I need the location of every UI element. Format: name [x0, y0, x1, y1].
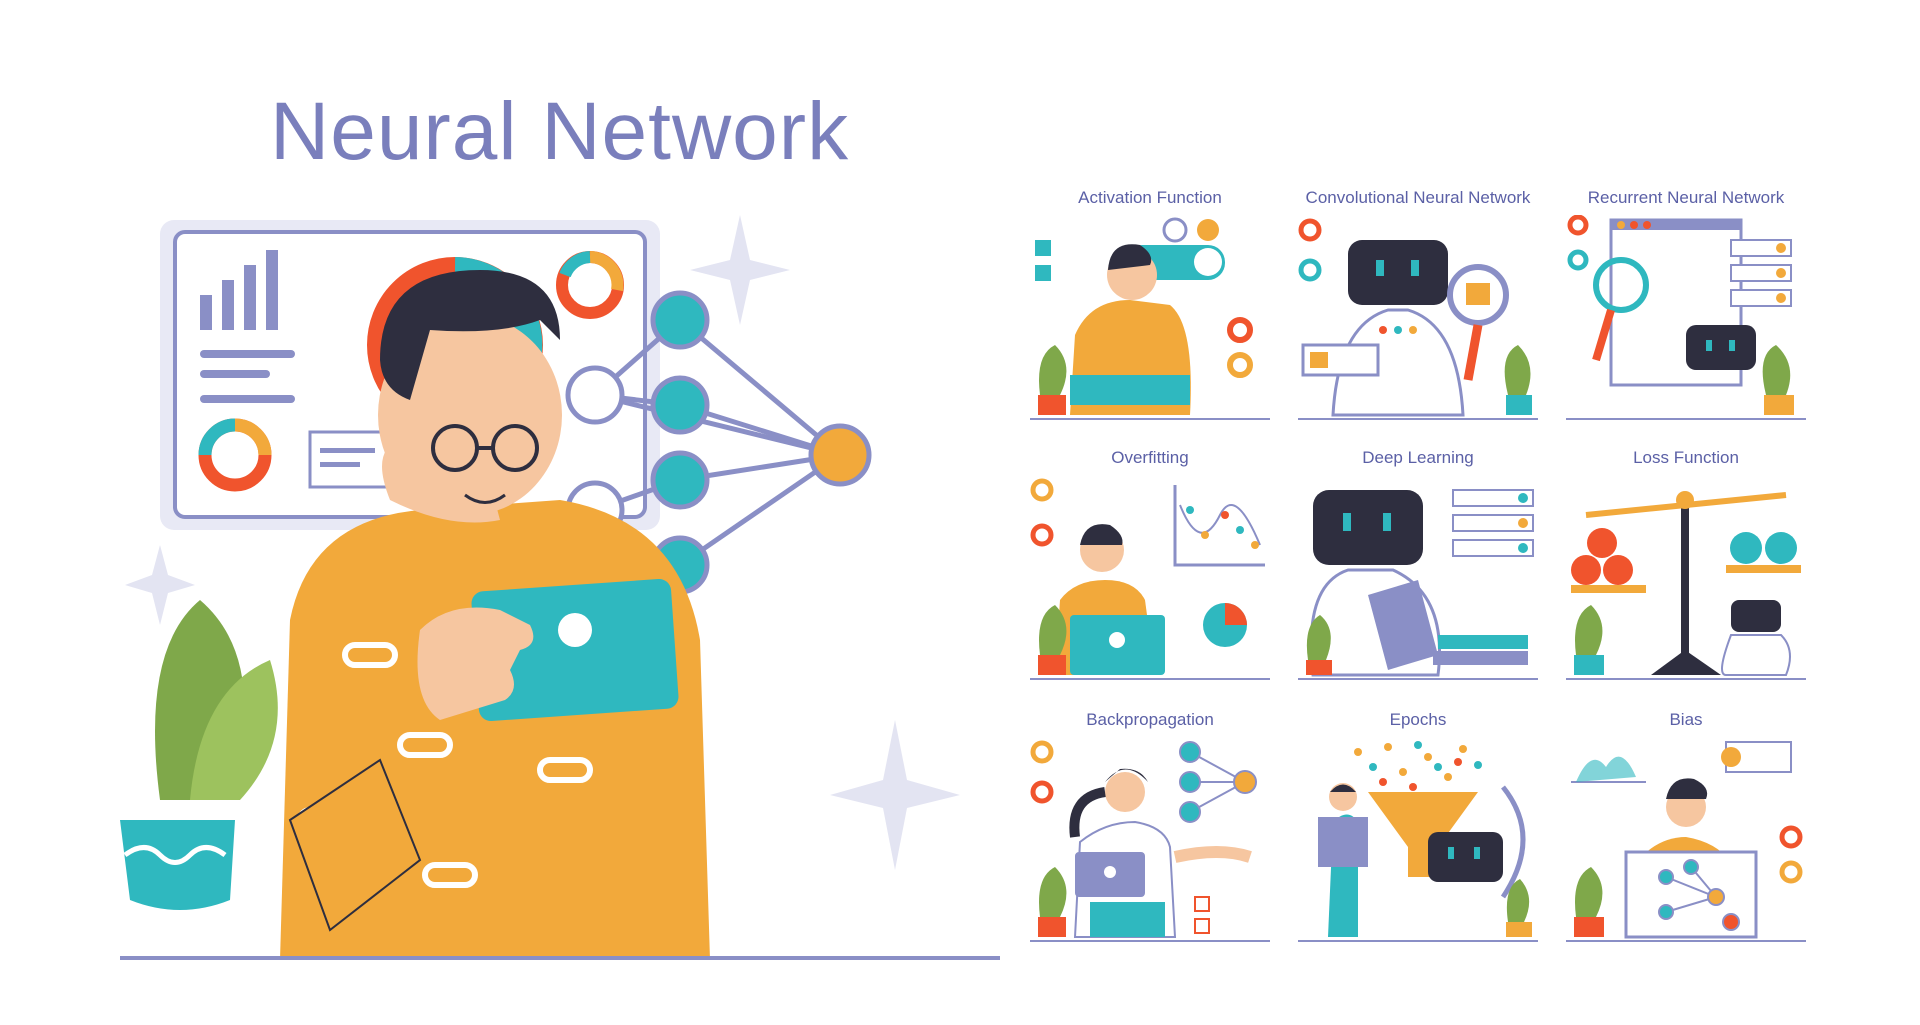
robot-icon — [1721, 600, 1791, 676]
plant-icon — [1306, 615, 1332, 675]
panel-label: Activation Function — [1078, 188, 1222, 207]
donut-chart-icon — [1203, 603, 1247, 647]
magnifier-icon — [1592, 257, 1649, 362]
panel-art — [1030, 478, 1270, 680]
robot-icon — [1686, 325, 1756, 370]
funnel-icon — [1368, 792, 1478, 877]
panel-art — [1298, 741, 1538, 942]
donut-chart-icon — [198, 418, 272, 492]
check-icon — [1035, 240, 1051, 281]
panel-art — [1566, 491, 1806, 680]
panel-label: Epochs — [1389, 710, 1447, 729]
robot-icon — [1331, 240, 1465, 417]
panel-art — [1030, 740, 1270, 942]
hero-illustration — [120, 215, 1000, 960]
plant-icon — [1038, 605, 1067, 675]
scale-icon — [1571, 491, 1801, 675]
cross-icon — [1571, 528, 1633, 585]
panel-label: Convolutional Neural Network — [1305, 188, 1531, 207]
laptop-icon — [1075, 852, 1145, 897]
bar-chart-icon — [200, 250, 278, 330]
panel-label: Deep Learning — [1362, 448, 1474, 467]
check-icon — [1194, 896, 1210, 934]
page-title: Neural Network — [270, 86, 850, 177]
plant-icon — [120, 600, 278, 910]
panel-art — [1298, 489, 1538, 680]
panel-art — [1566, 215, 1806, 420]
panel-art — [1566, 741, 1806, 942]
network-icon — [1658, 859, 1740, 931]
donut-chart-icon — [556, 251, 624, 319]
laptop-icon — [1070, 615, 1165, 675]
plant-icon — [1504, 345, 1532, 415]
panel-label: Backpropagation — [1086, 710, 1214, 729]
plant-icon — [1574, 605, 1604, 675]
robot-icon — [1428, 832, 1503, 882]
panel-label: Overfitting — [1111, 448, 1189, 467]
panel-label: Loss Function — [1633, 448, 1739, 467]
sparkle-icon — [125, 215, 960, 870]
book-icon — [1368, 580, 1528, 670]
plant-icon — [1038, 345, 1067, 415]
network-icon — [1179, 741, 1257, 823]
plant-icon — [1038, 867, 1067, 937]
plant-icon — [1762, 345, 1794, 415]
plant-icon — [1506, 879, 1532, 937]
panel-label: Recurrent Neural Network — [1587, 188, 1785, 207]
panel-art — [1298, 218, 1538, 420]
plant-icon — [1574, 867, 1604, 937]
magnifier-icon — [1447, 264, 1509, 381]
panel-art — [1030, 217, 1270, 420]
panel-label: Bias — [1669, 710, 1703, 729]
tablet-icon — [417, 578, 679, 722]
check-icon — [1730, 532, 1797, 564]
network-icon — [565, 290, 872, 595]
